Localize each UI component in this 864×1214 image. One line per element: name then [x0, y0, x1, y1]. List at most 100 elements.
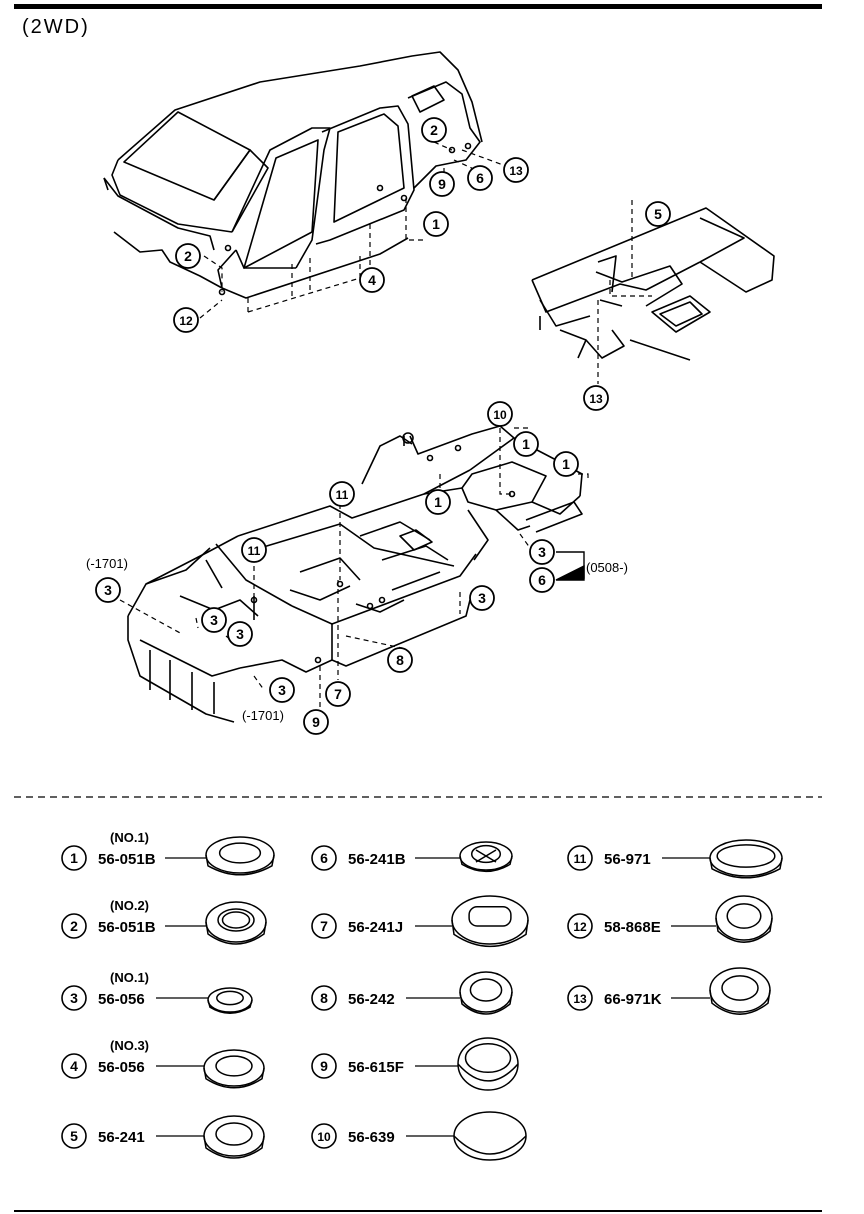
callout-circle [201, 607, 227, 633]
callout-c-frame-5: 5 [645, 201, 671, 227]
legend-number: 9 [320, 1058, 328, 1074]
callout-c-floor-1c: 1 [425, 489, 451, 515]
callout-number: 6 [476, 170, 484, 186]
legend-part-number: 56-639 [348, 1129, 395, 1146]
legend-number: 2 [70, 918, 78, 934]
legend-item-2: 2 (NO.2) 56-051B [61, 898, 267, 945]
grommet-icon [459, 971, 513, 1015]
legend-part-number: 56-615F [348, 1059, 404, 1076]
callout-circle [487, 401, 513, 427]
grommet-icon [203, 1115, 265, 1159]
callout-circle [387, 647, 413, 673]
legend-part-number: 56-051B [98, 919, 156, 936]
legend-number-circle [311, 1053, 337, 1079]
callout-c-floor-1a: 1 [513, 431, 539, 457]
callout-c-floor-3e: 3 [269, 677, 295, 703]
legend-number: 3 [70, 990, 78, 1006]
legend-part-number: 56-241J [348, 919, 403, 936]
legend-part-number: 58-868E [604, 919, 661, 936]
callout-number: 9 [312, 714, 320, 730]
callout-c-floor-11b: 11 [241, 537, 267, 563]
callout-circle [303, 709, 329, 735]
callout-circle [95, 577, 121, 603]
legend-number: 5 [70, 1128, 78, 1144]
legend-number: 1 [70, 850, 78, 866]
callout-number: 2 [184, 248, 192, 264]
callout-circle [329, 481, 355, 507]
page-title: (2WD) [22, 16, 90, 38]
callout-number: 1 [522, 436, 530, 452]
floor-pan-illustration [127, 425, 583, 723]
callout-c-floor-10: 10 [487, 401, 513, 427]
callout-circle [469, 585, 495, 611]
callout-number: 9 [438, 176, 446, 192]
callout-c-floor-3a: 3 [529, 539, 555, 565]
legend-note: (NO.2) [110, 898, 149, 913]
body-side-illustration [103, 51, 483, 299]
legend-number: 13 [573, 992, 587, 1006]
legend-number-circle [61, 1123, 87, 1149]
callout-c-floor-8: 8 [387, 647, 413, 673]
callout-number: 3 [478, 590, 486, 606]
grommet-icon [457, 1037, 519, 1091]
callout-circle [553, 451, 579, 477]
legend-part-number: 56-056 [98, 991, 145, 1008]
grommet-icon [205, 836, 275, 876]
callout-circle [645, 201, 671, 227]
legend-item-10: 10 56-639 [311, 1111, 527, 1161]
callout-number: 3 [538, 544, 546, 560]
callout-c-floor-3f: 3 [469, 585, 495, 611]
frame-illustration [531, 207, 775, 361]
callout-number: 4 [368, 272, 376, 288]
callout-number: 13 [509, 164, 523, 178]
legend-part-number: 56-971 [604, 851, 651, 868]
annotation-range-0508: (0508-) [586, 560, 628, 575]
legend-number-circle [311, 1123, 337, 1149]
grommet-icon [459, 841, 513, 873]
legend-number-circle [61, 845, 87, 871]
legend-number: 6 [320, 850, 328, 866]
legend-number: 4 [70, 1058, 78, 1074]
legend-part-number: 56-242 [348, 991, 395, 1008]
legend-number-circle [311, 985, 337, 1011]
callout-circle [467, 165, 493, 191]
parts-legend: 1(NO.1)56-051B2(NO.2)56-051B3(NO.1)56-05… [61, 830, 783, 1161]
annotation-range-1701-bottom: (-1701) [242, 708, 284, 723]
legend-part-number: 56-056 [98, 1059, 145, 1076]
callout-c-side-2a: 2 [421, 117, 447, 143]
callout-circle [529, 567, 555, 593]
legend-number-circle [61, 985, 87, 1011]
callout-c-side-2b: 2 [175, 243, 201, 269]
legend-item-3: 3(NO.1)56-056 [61, 970, 253, 1014]
callout-number: 3 [104, 582, 112, 598]
callout-circle [513, 431, 539, 457]
legend-number: 10 [317, 1130, 331, 1144]
legend-number-circle [61, 913, 87, 939]
callout-c-side-4: 4 [359, 267, 385, 293]
frame-leaders [597, 200, 652, 384]
legend-number-circle [567, 985, 593, 1011]
annotation-range-1701-top: (-1701) [86, 556, 128, 571]
callout-c-side-6a: 6 [467, 165, 493, 191]
callout-number: 3 [278, 682, 286, 698]
callout-number: 11 [336, 488, 349, 502]
callout-circle [269, 677, 295, 703]
grommet-icon [715, 895, 773, 943]
grommet-icon [203, 1049, 265, 1089]
callout-c-floor-7: 7 [325, 681, 351, 707]
callout-circle [423, 211, 449, 237]
legend-part-number: 66-971K [604, 991, 662, 1008]
floor-pan-leaders [119, 427, 589, 708]
grommet-icon [207, 987, 253, 1014]
callout-circle [425, 489, 451, 515]
grommet-icon [709, 967, 771, 1015]
callout-c-floor-3b: 3 [95, 577, 121, 603]
callout-number: 7 [334, 686, 342, 702]
callout-number: 1 [562, 456, 570, 472]
legend-number: 7 [320, 918, 328, 934]
legend-item-13: 13 66-971K [567, 967, 771, 1015]
